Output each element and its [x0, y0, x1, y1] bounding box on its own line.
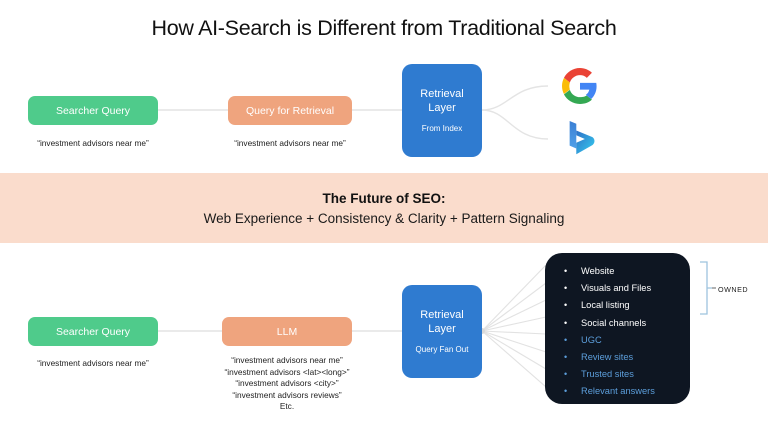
bing-logo	[567, 120, 597, 163]
page-title: How AI-Search is Different from Traditio…	[151, 16, 617, 40]
searcher-query-box-traditional[interactable]: Searcher Query	[28, 96, 158, 125]
google-logo	[562, 68, 598, 109]
searcher-query-box-ai[interactable]: Searcher Query	[28, 317, 158, 346]
searcher-query-label-ai: Searcher Query	[55, 325, 131, 338]
query-for-retrieval-caption: “investment advisors near me”	[234, 138, 346, 148]
retrieval-layer-box-ai[interactable]: Retrieval Layer Query Fan Out	[402, 285, 482, 378]
retrieval-layer-line2: Layer	[428, 102, 456, 114]
future-of-seo-banner: The Future of SEO: Web Experience + Cons…	[0, 173, 768, 243]
searcher-query-caption-traditional: “investment advisors near me”	[37, 138, 149, 148]
retrieval-layer-ai-line2: Layer	[428, 323, 456, 335]
list-item: Social channels	[564, 315, 690, 332]
surfaces-list-box: Website Visuals and Files Local listing …	[545, 253, 690, 404]
owned-bracket-label: OWNED	[718, 285, 749, 294]
llm-label: LLM	[276, 325, 298, 338]
list-item: UGC	[564, 332, 690, 349]
retrieval-layer-sublabel: From Index	[421, 124, 463, 133]
llm-fanout-caption: “investment advisors near me” “investmen…	[224, 355, 350, 411]
searcher-query-label: Searcher Query	[55, 104, 131, 117]
list-item: Local listing	[564, 297, 690, 314]
retrieval-layer-ai-line1: Retrieval	[420, 309, 464, 321]
surfaces-list: Website Visuals and Files Local listing …	[545, 263, 690, 401]
retrieval-layer-line1: Retrieval	[420, 88, 464, 100]
banner-heading: The Future of SEO:	[322, 190, 446, 206]
searcher-query-caption-ai: “investment advisors near me”	[37, 358, 149, 368]
llm-box[interactable]: LLM	[222, 317, 352, 346]
query-for-retrieval-label: Query for Retrieval	[245, 104, 335, 117]
list-item: Relevant answers	[564, 383, 690, 400]
list-item: Review sites	[564, 349, 690, 366]
retrieval-layer-ai-sublabel: Query Fan Out	[415, 345, 469, 354]
retrieval-layer-box-traditional[interactable]: Retrieval Layer From Index	[402, 64, 482, 157]
banner-subheading: Web Experience + Consistency & Clarity +…	[203, 210, 565, 226]
query-for-retrieval-box[interactable]: Query for Retrieval	[228, 96, 352, 125]
list-item: Visuals and Files	[564, 280, 690, 297]
list-item: Trusted sites	[564, 366, 690, 383]
list-item: Website	[564, 263, 690, 280]
